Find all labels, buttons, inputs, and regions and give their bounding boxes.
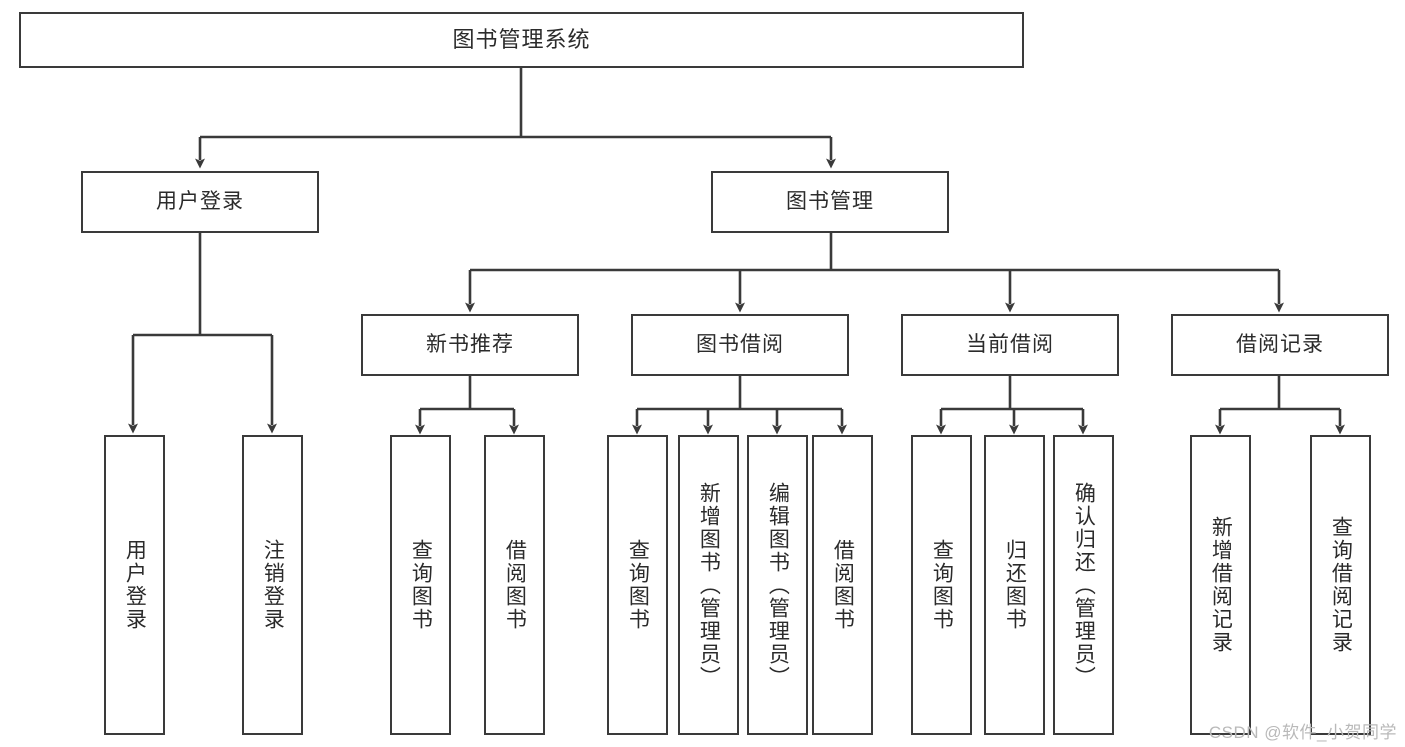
leaf-query-book-recommend[interactable]: 查询图书: [390, 435, 451, 735]
leaf-label: 借阅图书: [503, 539, 527, 631]
leaf-return-book[interactable]: 归还图书: [984, 435, 1045, 735]
node-book-borrow-label: 图书借阅: [696, 333, 784, 357]
node-book-borrow[interactable]: 图书借阅: [631, 314, 849, 376]
leaf-query-book-current[interactable]: 查询图书: [911, 435, 972, 735]
node-current-borrow-label: 当前借阅: [966, 333, 1054, 357]
leaf-label: 注销登录: [261, 539, 285, 631]
node-new-book-recommend[interactable]: 新书推荐: [361, 314, 579, 376]
node-new-book-recommend-label: 新书推荐: [426, 333, 514, 357]
node-user-login-label: 用户登录: [156, 190, 244, 214]
leaf-confirm-return-admin[interactable]: 确认归还（管理员）: [1053, 435, 1114, 735]
leaf-label: 新增借阅记录: [1209, 516, 1233, 654]
leaf-edit-book-admin[interactable]: 编辑图书（管理员）: [747, 435, 808, 735]
node-borrow-record[interactable]: 借阅记录: [1171, 314, 1389, 376]
leaf-label: 新增图书（管理员）: [697, 481, 721, 689]
leaf-user-login[interactable]: 用户登录: [104, 435, 165, 735]
leaf-label: 查询图书: [409, 539, 433, 631]
leaf-user-logout[interactable]: 注销登录: [242, 435, 303, 735]
leaf-query-book-borrow[interactable]: 查询图书: [607, 435, 668, 735]
node-book-management-label: 图书管理: [786, 190, 874, 214]
leaf-borrow-book-recommend[interactable]: 借阅图书: [484, 435, 545, 735]
leaf-query-borrow-record[interactable]: 查询借阅记录: [1310, 435, 1371, 735]
leaf-label: 归还图书: [1003, 539, 1027, 631]
leaf-label: 查询图书: [626, 539, 650, 631]
leaf-label: 查询借阅记录: [1329, 516, 1353, 654]
node-borrow-record-label: 借阅记录: [1236, 333, 1324, 357]
leaf-label: 借阅图书: [831, 539, 855, 631]
leaf-label: 编辑图书（管理员）: [766, 481, 790, 689]
node-root[interactable]: 图书管理系统: [19, 12, 1024, 68]
leaf-label: 用户登录: [123, 539, 147, 631]
leaf-label: 确认归还（管理员）: [1072, 481, 1096, 689]
leaf-label: 查询图书: [930, 539, 954, 631]
node-user-login[interactable]: 用户登录: [81, 171, 319, 233]
leaf-add-borrow-record[interactable]: 新增借阅记录: [1190, 435, 1251, 735]
node-book-management[interactable]: 图书管理: [711, 171, 949, 233]
leaf-add-book-admin[interactable]: 新增图书（管理员）: [678, 435, 739, 735]
watermark: CSDN @软件_小贺同学: [1208, 723, 1397, 742]
node-root-label: 图书管理系统: [452, 26, 591, 52]
leaf-borrow-book[interactable]: 借阅图书: [812, 435, 873, 735]
node-current-borrow[interactable]: 当前借阅: [901, 314, 1119, 376]
